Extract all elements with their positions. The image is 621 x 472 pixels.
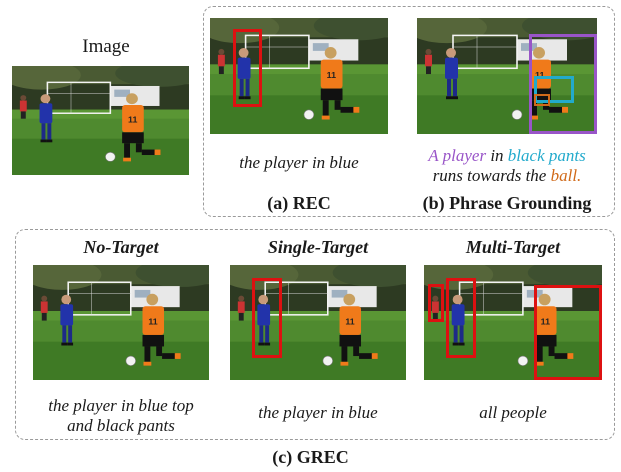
orange-ball-box bbox=[534, 94, 550, 106]
phrase-grounding-caption: A player in black pants runs towards the… bbox=[400, 146, 614, 186]
multi-target-caption: all people bbox=[479, 403, 547, 422]
no-target-caption-line1: the player in blue top bbox=[48, 396, 194, 415]
rec-image bbox=[210, 18, 388, 134]
multi-target-image bbox=[424, 265, 602, 380]
phrase-ball: ball. bbox=[550, 166, 582, 185]
no-target-image bbox=[33, 265, 209, 380]
multi-target-orange-player-box bbox=[534, 285, 602, 380]
phrase-grounding-label: (b) Phrase Grounding bbox=[422, 193, 592, 213]
phrase-black-pants: black pants bbox=[507, 146, 586, 165]
single-target-image bbox=[230, 265, 406, 380]
single-target-blue-player-box bbox=[252, 278, 282, 358]
multi-target-blue-player-box bbox=[446, 278, 476, 358]
rec-phrase-frame bbox=[203, 6, 615, 217]
multi-target-title: Multi-Target bbox=[465, 237, 561, 257]
single-target-caption: the player in blue bbox=[258, 403, 378, 422]
rec-caption: the player in blue bbox=[239, 153, 359, 172]
rec-label: (a) REC bbox=[267, 193, 331, 213]
image-label: Image bbox=[82, 36, 130, 57]
multi-target-child-box bbox=[428, 284, 444, 322]
no-target-title: No-Target bbox=[83, 237, 159, 257]
purple-player-box bbox=[529, 34, 597, 134]
phrase-grounding-image bbox=[417, 18, 597, 134]
phrase-a-player: A player bbox=[428, 146, 487, 165]
cyan-pants-box bbox=[534, 76, 574, 103]
phrase-in: in bbox=[486, 146, 508, 165]
input-image bbox=[12, 66, 189, 175]
grec-label: (c) GREC bbox=[272, 447, 349, 467]
no-target-caption-line2: and black pants bbox=[67, 416, 175, 435]
single-target-title: Single-Target bbox=[267, 237, 369, 257]
phrase-runs-towards: runs towards the bbox=[432, 166, 551, 185]
no-target-caption: the player in blue top and black pants bbox=[20, 396, 222, 436]
phrase-caption-line1: A player in black pants bbox=[400, 146, 614, 166]
rec-blue-player-box bbox=[233, 29, 262, 107]
grec-frame bbox=[15, 229, 615, 440]
phrase-caption-line2: runs towards the ball. bbox=[400, 166, 614, 186]
